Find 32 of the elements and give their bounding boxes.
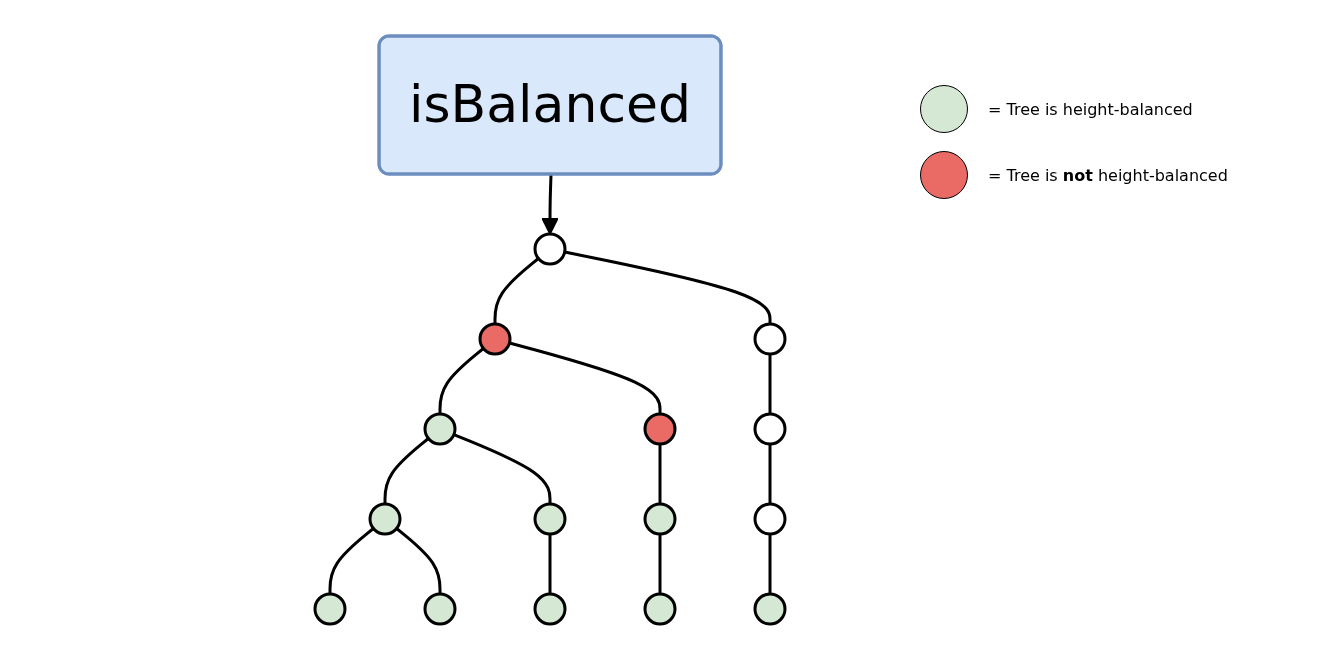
node-circle: [478, 322, 512, 356]
node-circle: [643, 502, 677, 536]
connector: [438, 347, 485, 414]
connector: [328, 527, 375, 594]
connector: [509, 341, 662, 414]
node-circle: [753, 592, 787, 626]
node-circle: [533, 232, 567, 266]
node-circle: [423, 412, 457, 446]
node-circle: [423, 592, 457, 626]
node-circle: [533, 592, 567, 626]
legend-text: = Tree is not height-balanced: [988, 165, 1228, 185]
connector: [564, 250, 772, 324]
node-circle: [643, 412, 677, 446]
node-circle: [753, 412, 787, 446]
connector: [768, 534, 772, 594]
node-circle: [533, 502, 567, 536]
connector: [658, 444, 662, 504]
node-circle: [753, 502, 787, 536]
connector: [395, 527, 442, 594]
node-circle: [313, 592, 347, 626]
arrow: [541, 174, 559, 235]
connector: [768, 444, 772, 504]
connector: [548, 534, 552, 594]
node-circle: [753, 322, 787, 356]
connector: [768, 354, 772, 414]
connector: [658, 534, 662, 594]
connector: [493, 257, 540, 324]
connector: [453, 433, 552, 504]
node-circle: [643, 592, 677, 626]
node-circle: [368, 502, 402, 536]
connector: [383, 437, 430, 504]
legend-text: = Tree is height-balanced: [988, 99, 1193, 119]
